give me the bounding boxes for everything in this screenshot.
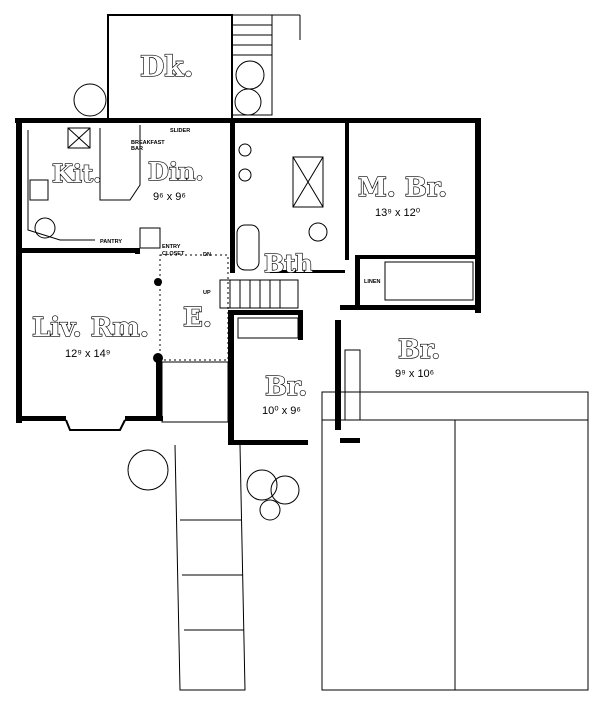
bedroom-2-label: Br. [265, 372, 307, 402]
bedroom-2-size: 10⁰ x 9⁶ [262, 405, 301, 417]
living-room-size: 12⁹ x 14⁹ [65, 348, 111, 360]
dining-label: Din. [148, 157, 204, 186]
pantry-note: PANTRY [100, 239, 122, 245]
entry-closet-note-2: CLOSET [162, 251, 185, 257]
breakfast-bar-note-2: BAR [131, 146, 143, 152]
up-note: UP [203, 290, 211, 296]
exterior-walls [15, 118, 481, 445]
entry-label: E. [183, 303, 212, 333]
garage [321, 391, 589, 691]
closets [139, 227, 474, 421]
kitchen-label: Kit. [52, 159, 101, 188]
stairs [219, 279, 299, 309]
linen-note: LINEN [364, 279, 381, 285]
master-bedroom-size: 13⁹ x 12⁰ [375, 207, 421, 219]
tree-icons [73, 60, 300, 521]
walkway [161, 361, 246, 691]
living-room-bay [65, 419, 126, 431]
entry-floor [159, 254, 229, 361]
slider-note: SLIDER [170, 128, 190, 134]
bath-fixtures [236, 143, 328, 271]
kitchen-counters [27, 125, 141, 241]
down-note: DN [203, 252, 211, 258]
entry-closet-note: ENTRY [162, 244, 181, 250]
bedroom-3-size: 9⁹ x 10⁶ [395, 368, 434, 380]
master-bedroom-label: M. Br. [358, 173, 447, 203]
deck [107, 14, 301, 120]
bath-label: Bth [264, 249, 313, 278]
interior-walls [20, 120, 475, 363]
living-room-label: Liv. Rm. [32, 313, 149, 343]
deck-label: Dk. [140, 50, 193, 83]
dining-size: 9⁶ x 9⁶ [153, 191, 186, 203]
bedroom-3-label: Br. [398, 335, 440, 365]
breakfast-bar-note: BREAKFAST [131, 140, 165, 146]
